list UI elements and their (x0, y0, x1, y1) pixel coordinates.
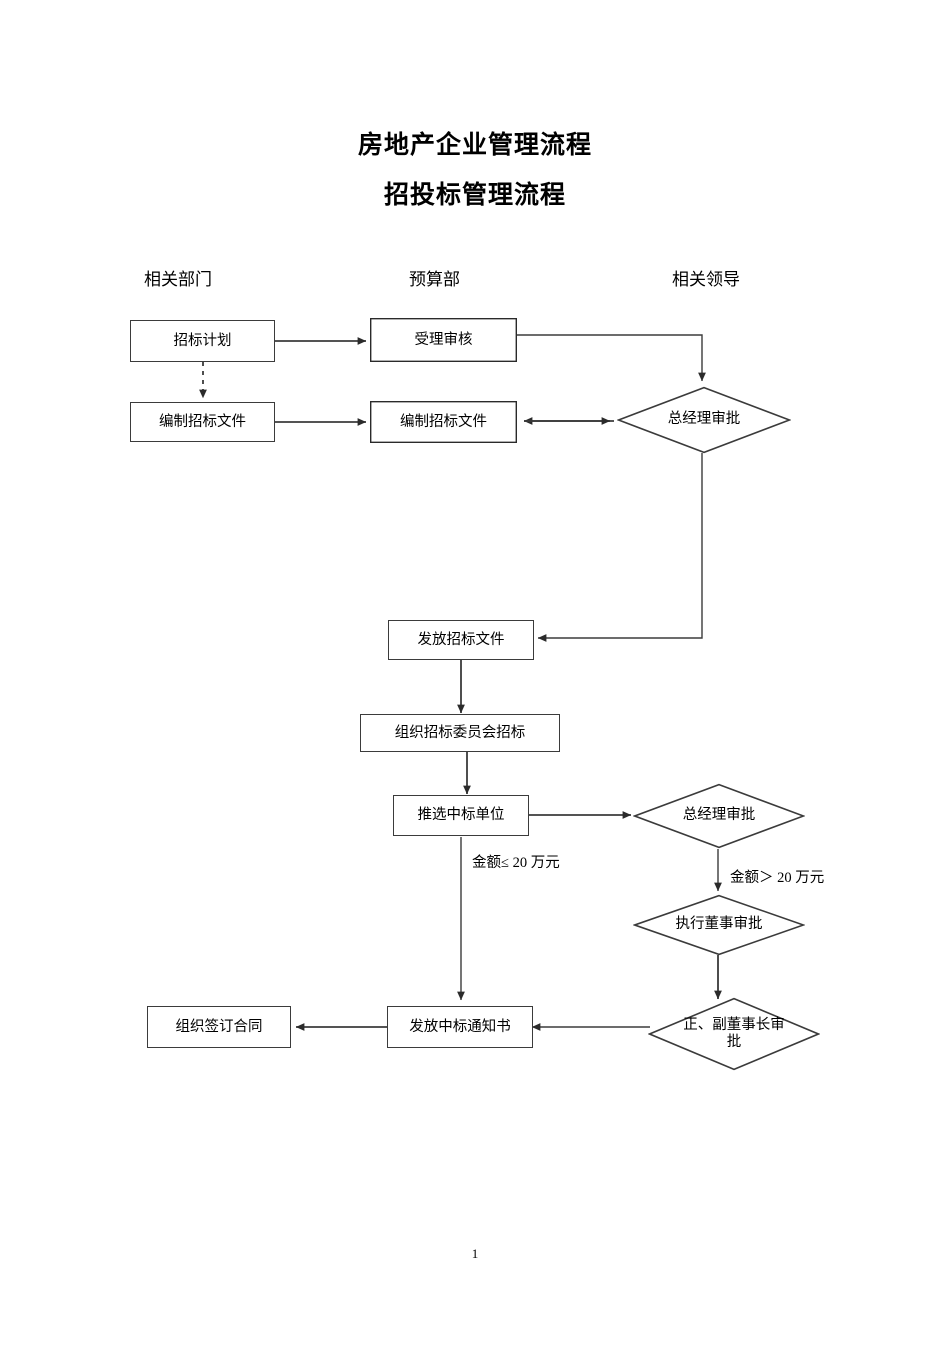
node-label: 发放招标文件 (417, 631, 505, 648)
node-label: 招标计划 (173, 332, 232, 349)
node-label: 发放中标通知书 (409, 1018, 511, 1035)
node-gm-approval-2[interactable]: 总经理审批 (633, 783, 805, 849)
node-label: 推选中标单位 (417, 807, 505, 824)
node-select-winning-bidder[interactable]: 推选中标单位 (393, 795, 529, 836)
node-executive-director-approval[interactable]: 执行董事审批 (633, 894, 805, 956)
node-label: 编制招标文件 (400, 413, 487, 430)
column-header-budget-department: 预算部 (409, 270, 460, 289)
edge-label-amount-gt: 金额＞ 20 万元 (730, 870, 825, 886)
column-header-related-department: 相关部门 (144, 270, 212, 289)
node-bid-plan[interactable]: 招标计划 (130, 320, 275, 362)
page-title: 房地产企业管理流程 (357, 130, 592, 159)
node-gm-approval-1[interactable]: 总经理审批 (617, 386, 791, 454)
edge-label-amount-le: 金额≤ 20 万元 (472, 855, 560, 871)
node-label: 组织签订合同 (175, 1018, 263, 1035)
node-organize-bid-committee[interactable]: 组织招标委员会招标 (360, 714, 560, 752)
node-organize-contract-signing[interactable]: 组织签订合同 (147, 1006, 291, 1048)
node-prepare-bid-docs-mid[interactable]: 编制招标文件 (370, 401, 517, 443)
page-subtitle: 招投标管理流程 (383, 180, 566, 209)
node-chairman-vice-chairman-approval[interactable]: 正、副董事长审批 (648, 997, 820, 1071)
node-label: 编制招标文件 (159, 413, 246, 430)
page-number: 1 (471, 1246, 479, 1261)
node-label: 组织招标委员会招标 (394, 724, 526, 741)
node-issue-award-notice[interactable]: 发放中标通知书 (387, 1006, 533, 1048)
column-header-related-leaders: 相关领导 (672, 270, 740, 289)
node-prepare-bid-docs-left[interactable]: 编制招标文件 (130, 402, 275, 442)
node-issue-bid-docs[interactable]: 发放招标文件 (388, 620, 534, 660)
node-accept-review[interactable]: 受理审核 (370, 318, 517, 362)
node-label: 受理审核 (414, 331, 473, 348)
